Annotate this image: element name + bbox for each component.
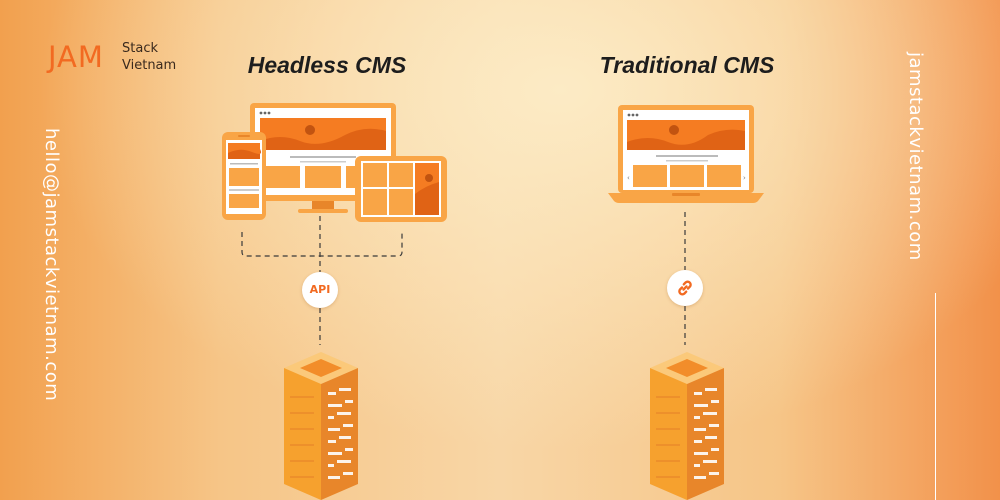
server-icon [284, 352, 358, 500]
svg-text:‹: ‹ [627, 174, 630, 182]
svg-text:›: › [743, 174, 746, 182]
link-badge [667, 270, 703, 306]
api-badge: API [302, 272, 338, 308]
api-label: API [309, 283, 331, 296]
tablet-icon [355, 156, 447, 222]
logo-mark: JAM [48, 40, 104, 74]
logo-line-stack: Stack [122, 41, 158, 56]
headless-connector [241, 216, 403, 345]
headless-cms-title: Headless CMS [247, 52, 407, 78]
server-icon [650, 352, 724, 500]
logo-line-vietnam: Vietnam [122, 58, 177, 73]
laptop-icon: ‹ › [608, 105, 764, 203]
jamstack-vietnam-logo: JAM Stack Vietnam [48, 40, 188, 80]
smartphone-icon [222, 132, 266, 220]
side-divider-line [935, 293, 936, 500]
link-icon [678, 280, 692, 296]
traditional-cms-title: Traditional CMS [599, 52, 775, 78]
